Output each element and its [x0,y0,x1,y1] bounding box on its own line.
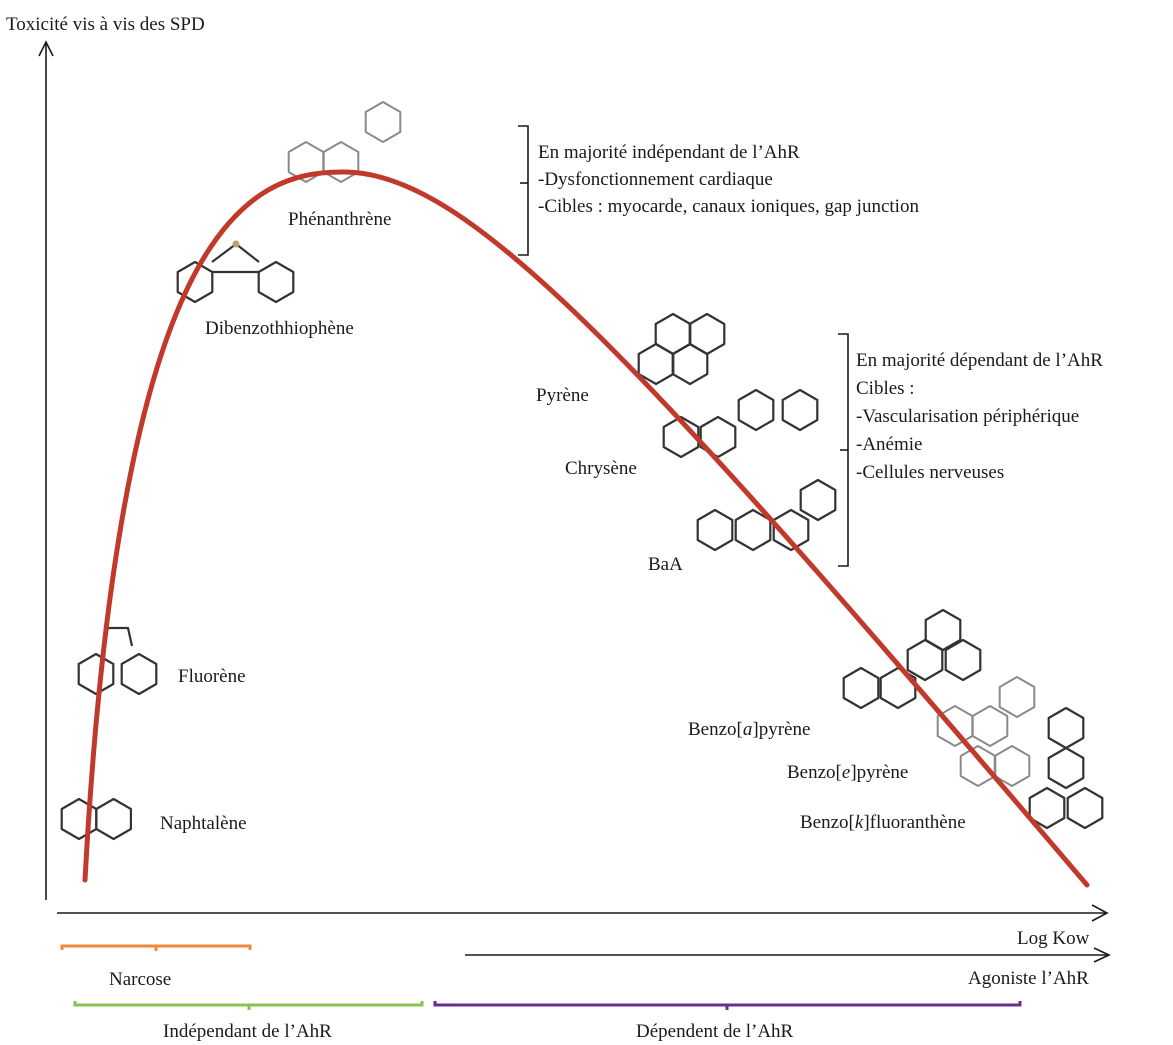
independent-line-2: -Dysfonctionnement cardiaque [538,169,773,190]
pyrene-structure-icon [637,312,726,386]
dependent-line-5: -Cellules nerveuses [856,462,1004,483]
label-chrysene: Chrysène [565,458,637,479]
label-baa: BaA [648,554,683,575]
label-pyrene: Pyrène [536,385,589,406]
x-axis-arrow-icon [1091,904,1109,922]
dependent-line-2: Cibles : [856,378,915,399]
narcose-label: Narcose [109,969,171,990]
label-benzo-e-pyrene: Benzo[e]pyrène [787,762,908,783]
fluorene-structure-icon [77,626,158,696]
y-axis-label: Toxicité vis à vis des SPD [6,14,205,35]
independant-bracket [73,1001,424,1010]
dependent-line-4: -Anémie [856,434,922,455]
dependent-label: Dépendent de l’AhR [636,1021,794,1042]
benzo-k-fluoranthene-structure-icon [1028,706,1104,830]
dependent-bracket-bottom [433,1001,1022,1010]
naphtalene-structure-icon [60,797,132,841]
label-phenanthrene: Phénanthrène [288,209,391,230]
agonist-label: Agoniste l’AhR [968,968,1089,989]
narcose-bracket [60,944,252,951]
label-dibenzothiophene: Dibenzothhiophène [205,318,354,339]
independent-line-1: En majorité indépendant de l’AhR [538,142,800,163]
independant-label: Indépendant de l’AhR [163,1021,332,1042]
independent-line-3: -Cibles : myocarde, canaux ioniques, gap… [538,196,919,217]
curve-marker [232,240,240,248]
agonist-arrow-icon [1093,947,1111,963]
toxicity-curve [82,169,1090,888]
x-axis-label: Log Kow [1017,928,1090,949]
label-fluorene: Fluorène [178,666,246,687]
label-benzo-k-fluoranthene: Benzo[k]fluoranthène [800,812,966,833]
dependent-line-3: -Vascularisation périphérique [856,406,1079,427]
axes [38,40,1111,963]
y-axis-arrow-icon [38,40,54,57]
label-naphtalene: Naphtalène [160,813,247,834]
independent-bracket [518,125,529,256]
dependent-line-1: En majorité dépendant de l’AhR [856,350,1103,371]
label-benzo-a-pyrene: Benzo[a]pyrène [688,719,810,740]
